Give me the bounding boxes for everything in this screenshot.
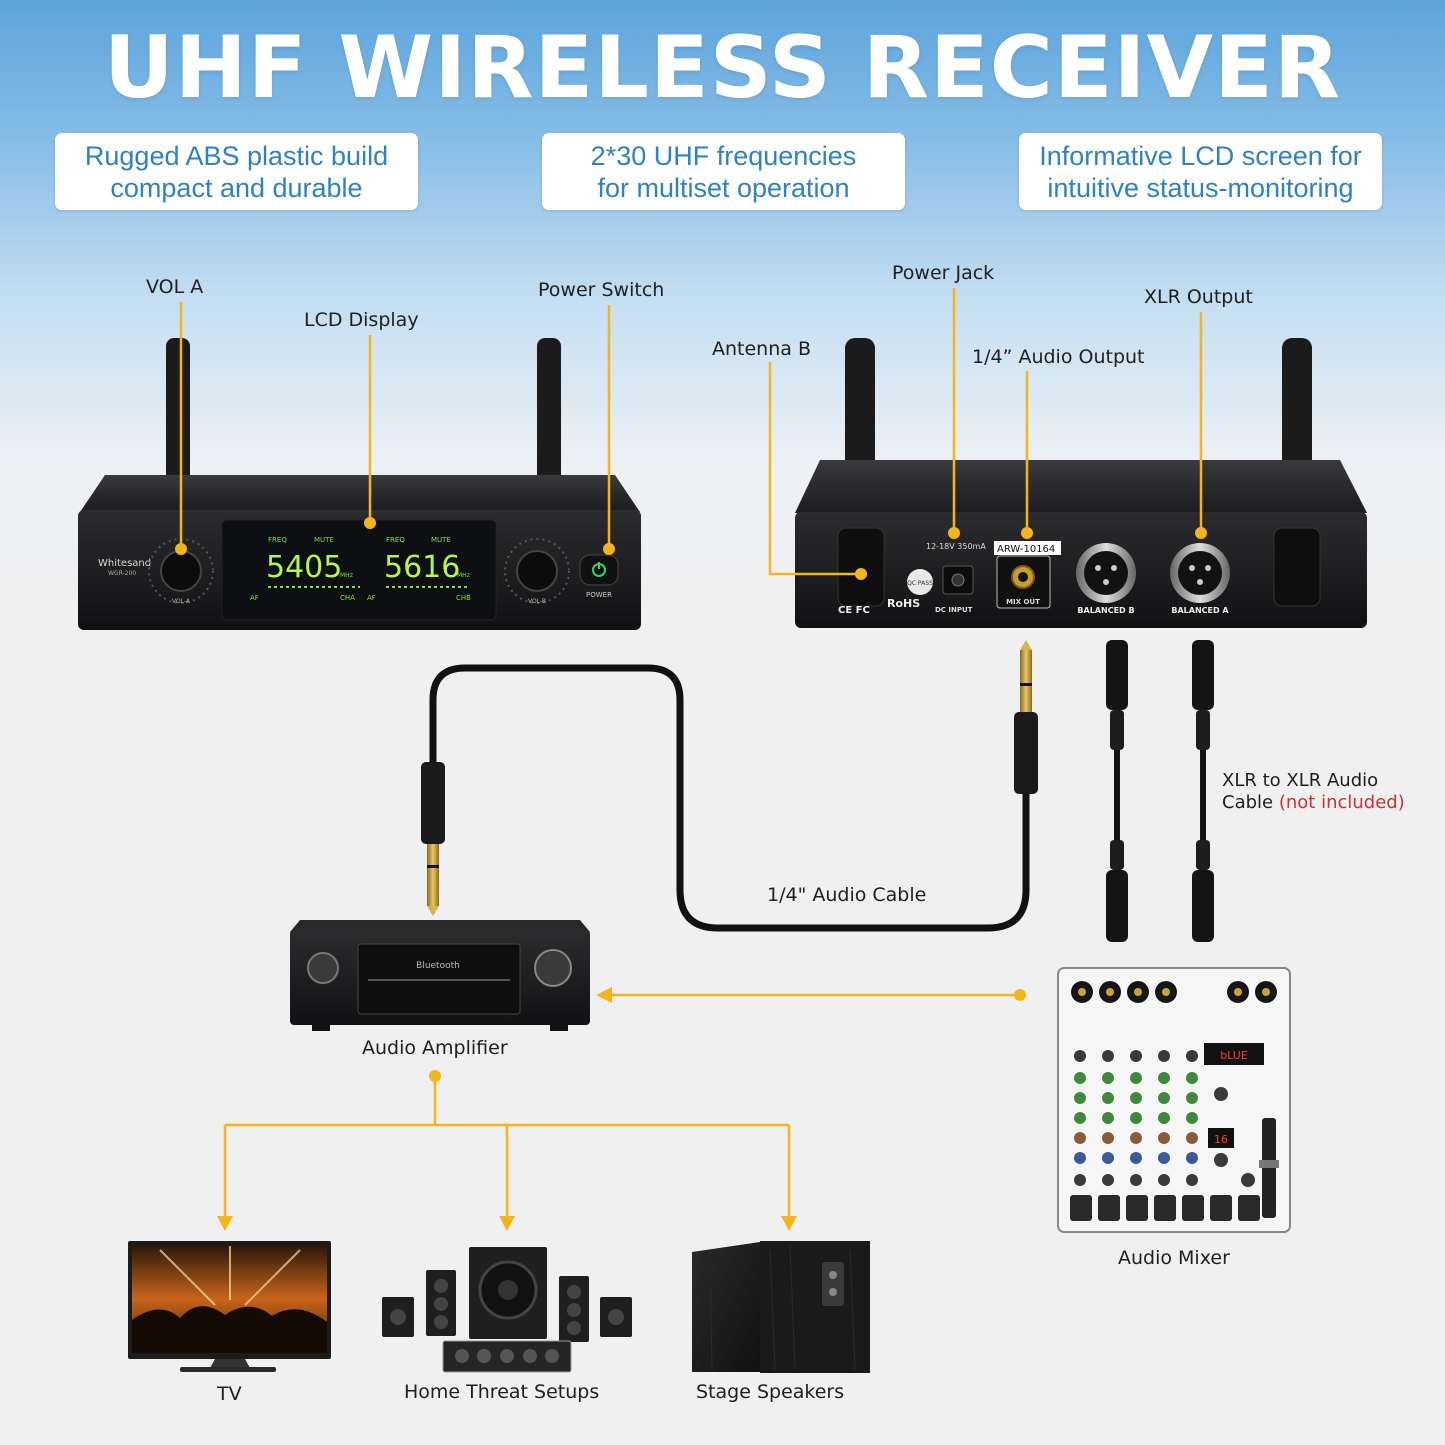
power-switch[interactable] <box>579 554 619 586</box>
label-audio-cable: 1/4" Audio Cable <box>767 884 927 906</box>
balanced-b-label: BALANCED B <box>1077 606 1134 615</box>
lcd-channel-a: CHA <box>340 594 355 602</box>
label-stage-speakers: Stage Speakers <box>696 1381 845 1403</box>
label-xlr-cable: XLR to XLR Audio Cable (not included) <box>1222 770 1405 814</box>
lcd-unit-a: MHz <box>340 572 353 579</box>
vol-a-knob-label: VOL-A <box>172 598 191 605</box>
amplifier-output-tree <box>217 1070 797 1231</box>
ce-fcc-label: CE FC <box>838 605 870 616</box>
xlr-cable-line2: Cable <box>1222 792 1274 813</box>
lcd-freq-tag-a: FREQ <box>268 536 287 544</box>
label-tv: TV <box>217 1383 242 1405</box>
label-antenna-b: Antenna B <box>712 338 811 360</box>
feature-build-line1: Rugged ABS plastic build <box>84 141 389 171</box>
feature-build-line2: compact and durable <box>110 173 363 203</box>
qc-pass-label: QC PASS <box>907 580 933 587</box>
quarter-inch-audio-cable <box>421 640 1038 932</box>
amplifier-display: Bluetooth <box>416 961 460 971</box>
label-vol-a: VOL A <box>146 276 204 298</box>
lcd-unit-b: MHz <box>457 572 470 579</box>
model-label: WGR-200 <box>108 570 136 577</box>
brand-label: Whitesand <box>98 558 151 569</box>
front-callouts <box>175 302 615 555</box>
feature-frequencies-line1: 2*30 UHF frequencies <box>590 141 857 171</box>
tv <box>128 1241 331 1372</box>
mixer-to-amplifier-arrow <box>596 987 1026 1003</box>
amplifier-left-knob[interactable] <box>307 952 339 984</box>
xlr-cable-line2-wrap: Cable (not included) <box>1222 792 1405 814</box>
lcd-mute-tag-a: MUTE <box>314 536 334 544</box>
feature-frequencies-line2: for multiset operation <box>597 173 850 203</box>
feature-lcd-line1: Informative LCD screen for <box>1039 141 1362 171</box>
serial-label: ARW-10164 <box>997 544 1055 555</box>
label-audio-amplifier: Audio Amplifier <box>362 1037 508 1059</box>
mixer-body <box>1057 967 1291 1233</box>
audio-amplifier: Bluetooth <box>290 920 590 1031</box>
lcd-frequency-b: 5616 <box>384 550 460 585</box>
mixer-knobs <box>1074 1050 1255 1187</box>
rohs-label: RoHS <box>887 597 920 610</box>
lcd-freq-tag-b: FREQ <box>386 536 405 544</box>
feature-lcd-line2: intuitive status-monitoring <box>1047 173 1354 203</box>
mixer-display: bLUE <box>1220 1049 1248 1062</box>
power-spec-label: 12-18V 350mA <box>926 542 986 551</box>
antenna-front-right <box>537 338 561 488</box>
mixer-display-channel: 16 <box>1214 1133 1228 1146</box>
audio-mixer: bLUE 16 <box>1057 967 1291 1233</box>
feature-box-frequencies: 2*30 UHF frequencies for multiset operat… <box>542 133 905 210</box>
dc-input-label: DC INPUT <box>935 606 973 614</box>
rear-callouts <box>768 288 1207 580</box>
amplifier-volume-knob[interactable] <box>534 949 572 987</box>
lcd-af-tag-b: AF <box>367 594 376 602</box>
vol-b-knob-label: VOL-B <box>528 598 546 605</box>
label-xlr-output: XLR Output <box>1144 286 1253 308</box>
power-label: POWER <box>586 591 612 599</box>
balanced-a-label: BALANCED A <box>1171 606 1229 615</box>
lcd-screen <box>221 519 497 621</box>
label-lcd-display: LCD Display <box>304 309 419 331</box>
lcd-mute-tag-b: MUTE <box>431 536 451 544</box>
label-audio-mixer: Audio Mixer <box>1118 1247 1230 1269</box>
stage-speakers <box>692 1241 870 1373</box>
label-home-theater: Home Threat Setups <box>404 1381 600 1403</box>
label-audio-output: 1/4” Audio Output <box>972 346 1145 368</box>
feature-box-build: Rugged ABS plastic build compact and dur… <box>55 133 418 210</box>
xlr-cable-note: (not included) <box>1278 792 1405 813</box>
antenna-front-left <box>166 338 190 488</box>
lcd-channel-b: CHB <box>456 594 471 602</box>
home-theater <box>382 1247 632 1373</box>
vol-b-knob[interactable] <box>516 550 558 592</box>
xlr-cables <box>1106 640 1214 942</box>
label-power-jack: Power Jack <box>892 262 995 284</box>
rear-receiver: 12-18V 350mA ARW-10164 QC PASS RoHS CE F… <box>795 338 1367 628</box>
feature-box-lcd: Informative LCD screen for intuitive sta… <box>1019 133 1382 210</box>
xlr-cable-line1: XLR to XLR Audio <box>1222 770 1379 791</box>
lcd-af-tag-a: AF <box>250 594 259 602</box>
vol-a-knob[interactable] <box>160 550 202 592</box>
front-receiver: Whitesand WGR-200 VOL-A FREQ MUTE FREQ M… <box>78 338 641 630</box>
lcd-frequency-a: 5405 <box>266 550 342 585</box>
label-power-switch: Power Switch <box>538 279 665 301</box>
page-title: UHF WIRELESS RECEIVER <box>103 18 1342 118</box>
mix-out-label: MIX OUT <box>1006 598 1040 606</box>
